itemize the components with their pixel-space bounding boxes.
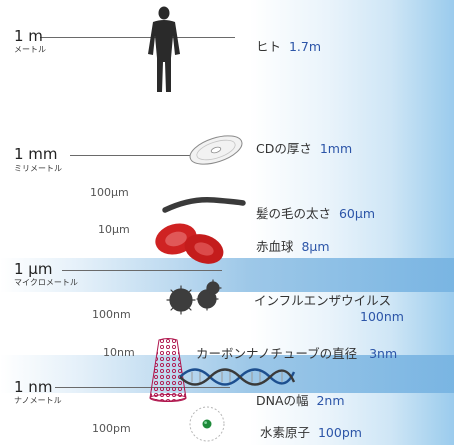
object-label: ヒト 1.7m	[256, 40, 321, 54]
scale-major-label: 1 µm	[14, 262, 52, 277]
scale-major-label: 1 m	[14, 29, 43, 44]
cd-disc-icon	[186, 133, 246, 167]
scale-minor-label: 100pm	[92, 423, 131, 434]
scale-major-unit: ナノメートル	[14, 397, 62, 405]
dna-helix-icon	[178, 366, 296, 388]
scale-minor-label: 100nm	[92, 309, 131, 320]
human-silhouette-icon	[140, 6, 188, 94]
object-label: DNAの幅 2nm	[256, 394, 345, 408]
object-label: カーボンナノチューブの直径 3nm	[196, 347, 397, 361]
scale-major-label: 1 nm	[14, 380, 52, 395]
scale-major-unit: ミリメートル	[14, 165, 62, 173]
object-label: 髪の毛の太さ 60µm	[256, 207, 375, 221]
scale-major-label: 1 mm	[14, 147, 58, 162]
scale-minor-label: 10µm	[98, 224, 130, 235]
object-size: 100nm	[360, 310, 404, 324]
scale-major-unit: マイクロメートル	[14, 279, 78, 287]
hydrogen-atom-icon	[182, 404, 232, 442]
object-label: 赤血球 8µm	[256, 240, 330, 254]
scale-line-1mm	[70, 155, 190, 156]
scale-line-1um	[62, 270, 222, 271]
scale-minor-label: 10nm	[103, 347, 135, 358]
scale-line-1m	[40, 37, 235, 38]
red-blood-cell-icon	[150, 219, 230, 267]
object-label: 水素原子 100pm	[260, 426, 362, 440]
scale-minor-label: 100µm	[90, 187, 129, 198]
object-label: CDの厚さ 1mm	[256, 142, 352, 156]
influenza-virus-icon	[164, 276, 230, 320]
hair-strand-icon	[162, 194, 246, 216]
scale-major-unit: メートル	[14, 46, 46, 54]
object-label: インフルエンザウイルス	[254, 294, 391, 308]
